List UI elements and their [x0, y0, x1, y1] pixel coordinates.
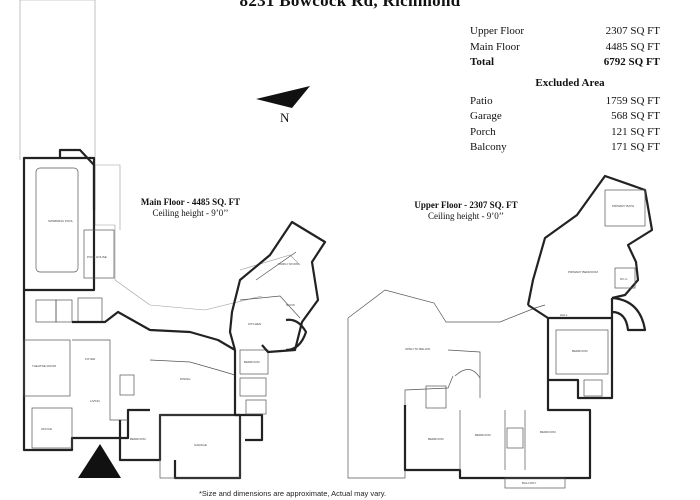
upper-floor-label: Upper Floor - 2307 SQ. FT Ceiling height…: [396, 200, 536, 222]
room-label-bedroom-east: BEDROOM: [244, 360, 260, 364]
room-label-garage: GARAGE: [194, 443, 207, 447]
main-floor-plan: SWIMMING POOL POOL HOUSE THEATRE ROOM OF…: [19, 0, 327, 480]
room-label-living: LIVING: [90, 399, 101, 403]
area-row-porch: Porch 121 SQ FT: [470, 125, 660, 141]
room-label-bedroom-upper-east: BEDROOM: [572, 349, 588, 353]
room-label-primary-bedroom: PRIMARY BEDROOM: [568, 270, 598, 274]
room-label-bedroom-upper-2: BEDROOM: [475, 433, 491, 437]
area-value: 1759 SQ FT: [605, 94, 660, 107]
disclaimer-text: *Size and dimensions are approximate, Ac…: [199, 489, 387, 498]
area-label: Porch: [470, 125, 496, 138]
main-floor-ceiling: Ceiling height - 9’0’’: [152, 208, 229, 218]
area-label: Upper Floor: [470, 25, 525, 37]
room-label-foyer: FOYER: [85, 357, 96, 361]
area-value: 568 SQ FT: [611, 110, 660, 122]
room-label-nook: NOOK: [286, 303, 295, 307]
upper-floor-ceiling: Ceiling height - 9’0’’: [427, 211, 505, 221]
room-label-dining: DINING: [180, 377, 191, 381]
room-label-wic: W.I.C.: [620, 277, 628, 281]
area-label: Balcony: [470, 141, 507, 153]
area-row-main-floor: Main Floor 4485 SQ FT: [470, 40, 660, 56]
area-label: Garage: [470, 110, 502, 122]
room-label-balcony: BALCONY: [522, 481, 536, 485]
area-label: Total: [470, 56, 495, 68]
area-value: 2307 SQ FT: [605, 25, 660, 37]
room-label-family: FAMILY ROOM: [278, 262, 299, 266]
area-label: Patio: [470, 94, 493, 107]
upper-floor-name: Upper Floor - 2307 SQ. FT: [414, 200, 518, 210]
excluded-area-heading: Excluded Area: [535, 76, 605, 89]
main-floor-name: Main Floor - 4485 SQ. FT: [140, 197, 241, 207]
compass-letter: N: [280, 110, 290, 125]
compass-icon: N: [256, 86, 310, 125]
area-label: Main Floor: [470, 40, 520, 53]
area-row-total: Total 6792 SQ FT: [470, 55, 660, 71]
area-row-upper-floor: Upper Floor 2307 SQ FT: [470, 24, 660, 40]
room-label-open-to-below: OPEN TO BELOW: [405, 347, 430, 351]
area-summary-table: Upper Floor 2307 SQ FT Main Floor 4485 S…: [470, 24, 660, 156]
room-label-primary-bath: PRIMARY BATH: [612, 204, 634, 208]
main-floor-label: Main Floor - 4485 SQ. FT Ceiling height …: [118, 197, 263, 219]
room-label-pool: SWIMMING POOL: [48, 219, 73, 223]
room-label-bedroom-upper-1: BEDROOM: [428, 437, 444, 441]
area-row-garage: Garage 568 SQ FT: [470, 109, 660, 125]
entrance-arrow-icon: [78, 444, 121, 478]
room-label-bedroom-main: BEDROOM: [130, 437, 146, 441]
page-title: 8231 Bowcock Rd, Richmond: [239, 0, 461, 10]
room-label-bedroom-upper-3: BEDROOM: [540, 430, 556, 434]
room-label-hall-upper: HALL: [560, 313, 568, 317]
area-row-patio: Patio 1759 SQ FT: [470, 94, 660, 110]
area-value: 4485 SQ FT: [605, 40, 660, 53]
room-label-office: OFFICE: [41, 427, 52, 431]
area-value: 6792 SQ FT: [603, 56, 660, 68]
area-value: 171 SQ FT: [611, 141, 660, 153]
area-row-balcony: Balcony 171 SQ FT: [470, 140, 660, 156]
upper-floor-plan: OPEN TO BELOW PRIMARY BEDROOM PRIMARY BA…: [347, 174, 654, 489]
room-label-theatre: THEATRE ROOM: [32, 364, 56, 368]
area-value: 121 SQ FT: [611, 125, 660, 138]
room-label-pool-house: POOL HOUSE: [87, 255, 107, 259]
room-label-kitchen: KITCHEN: [248, 322, 261, 326]
